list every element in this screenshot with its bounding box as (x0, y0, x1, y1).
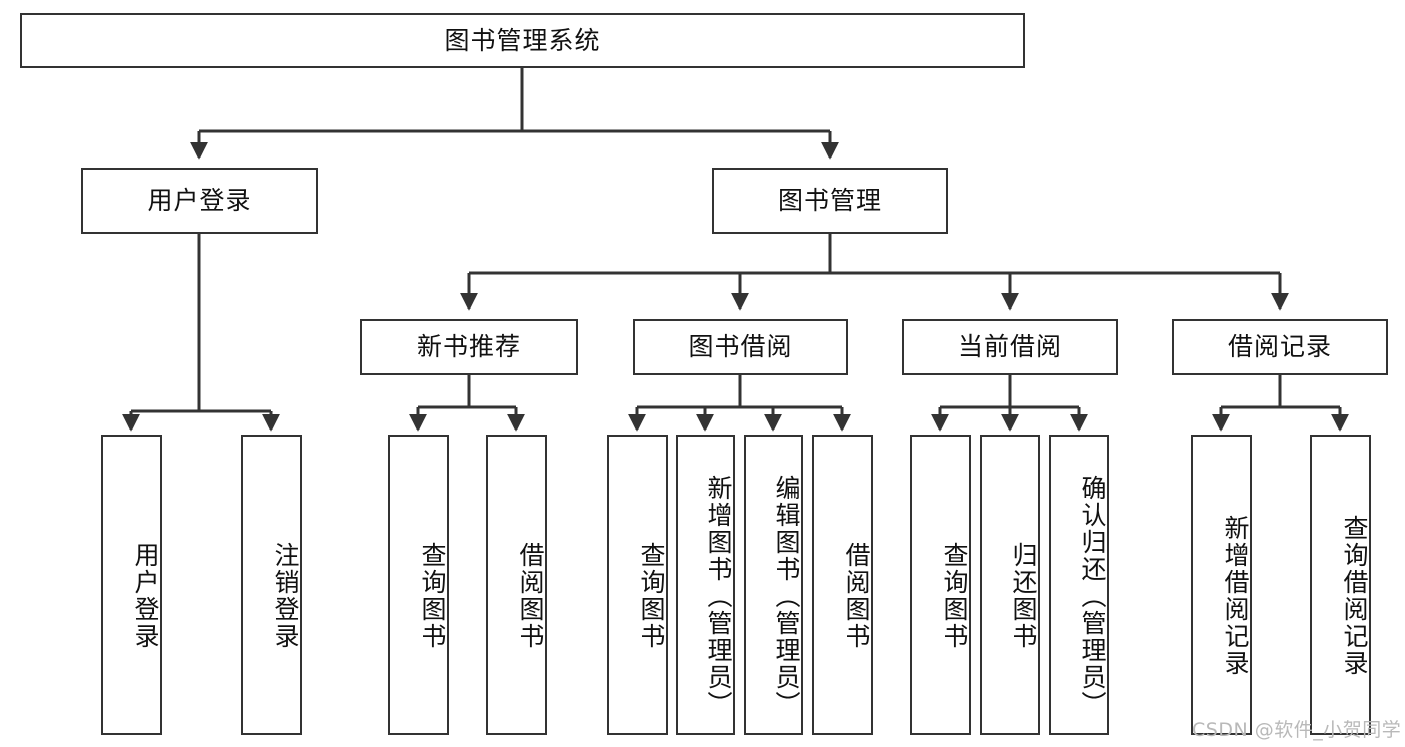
node-root-book-management-system[interactable]: 图书管理系统 (20, 13, 1025, 68)
node-label: 编辑图书（管理员） (772, 474, 801, 718)
node-label: 注销登录 (271, 542, 300, 650)
node-book-borrow[interactable]: 图书借阅 (633, 319, 848, 375)
node-label: 借阅图书 (842, 542, 871, 650)
leaf-book-borrow-query-book[interactable]: 查询图书 (607, 435, 668, 735)
leaf-new-book-borrow-book[interactable]: 借阅图书 (486, 435, 547, 735)
leaf-current-borrow-return-book[interactable]: 归还图书 (980, 435, 1040, 735)
leaf-user-login-login[interactable]: 用户登录 (101, 435, 162, 735)
node-label: 新书推荐 (416, 332, 521, 362)
node-label: 新增借阅记录 (1221, 515, 1250, 677)
node-borrow-record[interactable]: 借阅记录 (1172, 319, 1388, 375)
node-label: 图书管理 (777, 186, 882, 216)
leaf-current-borrow-confirm-return-admin[interactable]: 确认归还（管理员） (1049, 435, 1109, 735)
node-label: 新增图书（管理员） (704, 474, 733, 718)
node-label: 归还图书 (1009, 542, 1038, 650)
node-label: 查询图书 (418, 542, 447, 650)
node-label: 查询图书 (637, 542, 666, 650)
node-label: 用户登录 (147, 186, 252, 216)
leaf-book-borrow-borrow-book[interactable]: 借阅图书 (812, 435, 873, 735)
node-book-management[interactable]: 图书管理 (712, 168, 948, 234)
leaf-book-borrow-edit-book-admin[interactable]: 编辑图书（管理员） (744, 435, 803, 735)
leaf-borrow-record-add-record[interactable]: 新增借阅记录 (1191, 435, 1252, 735)
node-current-borrow[interactable]: 当前借阅 (902, 319, 1118, 375)
node-label: 借阅记录 (1227, 332, 1332, 362)
node-new-book-recommend[interactable]: 新书推荐 (360, 319, 578, 375)
csdn-watermark: CSDN @软件_小贺同学 (1192, 719, 1402, 741)
node-user-login[interactable]: 用户登录 (81, 168, 318, 234)
leaf-user-login-logout[interactable]: 注销登录 (241, 435, 302, 735)
node-label: 图书借阅 (688, 332, 793, 362)
node-label: 图书管理系统 (444, 25, 601, 55)
leaf-new-book-query-book[interactable]: 查询图书 (388, 435, 449, 735)
leaf-borrow-record-query-record[interactable]: 查询借阅记录 (1310, 435, 1371, 735)
node-label: 确认归还（管理员） (1078, 474, 1107, 718)
node-label: 用户登录 (131, 542, 160, 650)
leaf-book-borrow-add-book-admin[interactable]: 新增图书（管理员） (676, 435, 735, 735)
leaf-current-borrow-query-book[interactable]: 查询图书 (910, 435, 971, 735)
node-label: 查询借阅记录 (1340, 515, 1369, 677)
node-label: 借阅图书 (516, 542, 545, 650)
node-label: 当前借阅 (957, 332, 1062, 362)
node-label: 查询图书 (940, 542, 969, 650)
